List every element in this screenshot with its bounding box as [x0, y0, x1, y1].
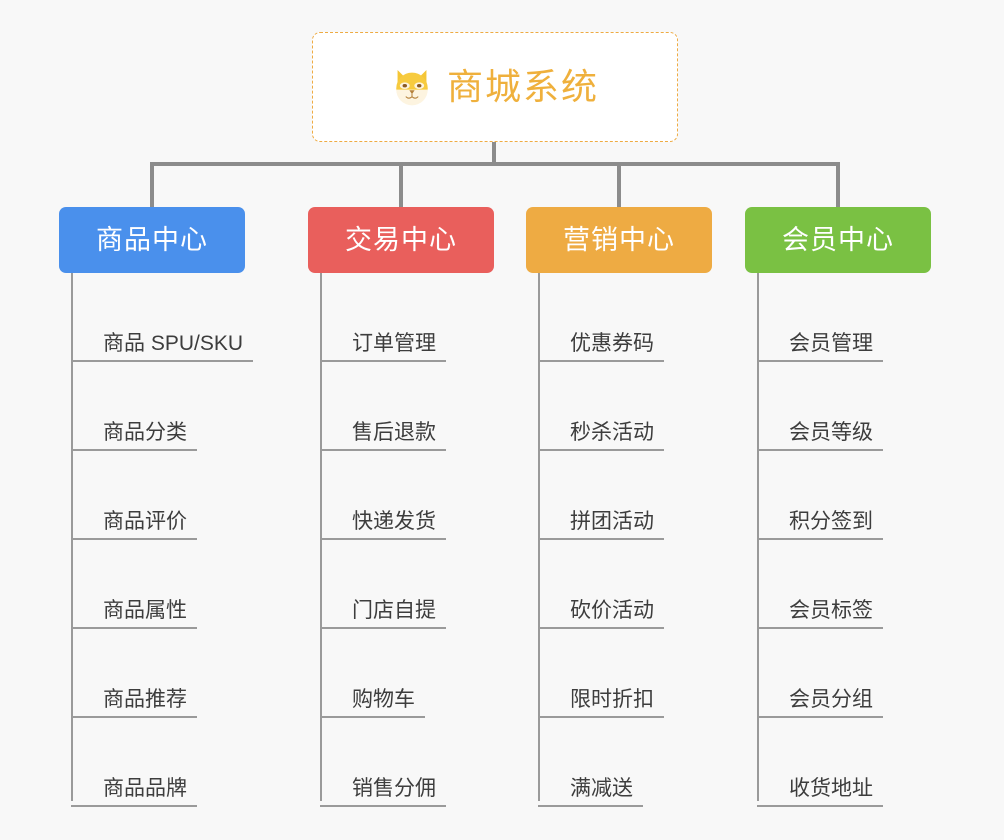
- connector-drop-4: [836, 162, 840, 209]
- connector-drop-1: [150, 162, 154, 209]
- list-item[interactable]: 限时折扣: [538, 629, 664, 718]
- category-box-member[interactable]: 会员中心: [745, 207, 931, 273]
- leaf-label: 购物车: [320, 688, 425, 718]
- category-box-marketing[interactable]: 营销中心: [526, 207, 712, 273]
- list-item[interactable]: 会员标签: [757, 540, 883, 629]
- connector-drop-3: [617, 162, 621, 209]
- leaf-label: 积分签到: [757, 510, 883, 540]
- list-item[interactable]: 商品推荐: [71, 629, 197, 718]
- leaf-label: 售后退款: [320, 421, 446, 451]
- leaf-spine: [538, 273, 540, 801]
- leaf-label: 限时折扣: [538, 688, 664, 718]
- list-item[interactable]: 购物车: [320, 629, 425, 718]
- leaf-label: 销售分佣: [320, 777, 446, 807]
- list-item[interactable]: 订单管理: [320, 273, 446, 362]
- list-item[interactable]: 商品评价: [71, 451, 197, 540]
- root-title: 商城系统: [446, 66, 599, 107]
- list-item[interactable]: 满减送: [538, 718, 643, 807]
- leaf-spine: [71, 273, 73, 801]
- list-item[interactable]: 售后退款: [320, 362, 446, 451]
- leaf-column-marketing: 优惠券码 秒杀活动 拼团活动 砍价活动 限时折扣 满减送: [526, 273, 712, 807]
- list-item[interactable]: 拼团活动: [538, 451, 664, 540]
- leaf-label: 收货地址: [757, 777, 883, 807]
- root-node[interactable]: 商城系统: [312, 32, 678, 142]
- list-item[interactable]: 销售分佣: [320, 718, 446, 807]
- leaf-label: 商品品牌: [71, 777, 197, 807]
- leaf-label: 商品 SPU/SKU: [71, 332, 254, 362]
- leaf-column-product: 商品 SPU/SKU 商品分类 商品评价 商品属性 商品推荐 商品品牌: [59, 273, 254, 807]
- category-label-marketing: 营销中心: [563, 224, 675, 255]
- leaf-label: 拼团活动: [538, 510, 664, 540]
- leaf-column-trade: 订单管理 售后退款 快递发货 门店自提 购物车 销售分佣: [308, 273, 494, 807]
- connector-root-stem: [492, 142, 496, 164]
- leaf-spine: [757, 273, 759, 801]
- list-item[interactable]: 砍价活动: [538, 540, 664, 629]
- list-item[interactable]: 商品分类: [71, 362, 197, 451]
- leaf-label: 会员标签: [757, 599, 883, 629]
- leaf-label: 会员管理: [757, 332, 883, 362]
- list-item[interactable]: 秒杀活动: [538, 362, 664, 451]
- list-item[interactable]: 商品属性: [71, 540, 197, 629]
- category-box-product[interactable]: 商品中心: [59, 207, 245, 273]
- connector-drop-2: [399, 162, 403, 209]
- leaf-spine: [320, 273, 322, 801]
- list-item[interactable]: 门店自提: [320, 540, 446, 629]
- list-item[interactable]: 会员管理: [757, 273, 883, 362]
- category-label-member: 会员中心: [782, 224, 894, 255]
- category-box-trade[interactable]: 交易中心: [308, 207, 494, 273]
- leaf-label: 会员等级: [757, 421, 883, 451]
- connector-horizontal-bus: [150, 162, 840, 166]
- list-item[interactable]: 会员分组: [757, 629, 883, 718]
- list-item[interactable]: 会员等级: [757, 362, 883, 451]
- leaf-label: 秒杀活动: [538, 421, 664, 451]
- leaf-label: 订单管理: [320, 332, 446, 362]
- category-label-trade: 交易中心: [345, 224, 457, 255]
- list-item[interactable]: 积分签到: [757, 451, 883, 540]
- shiba-dog-face-icon: [396, 69, 428, 106]
- leaf-label: 商品属性: [71, 599, 197, 629]
- list-item[interactable]: 商品品牌: [71, 718, 197, 807]
- list-item[interactable]: 快递发货: [320, 451, 446, 540]
- leaf-label: 门店自提: [320, 599, 446, 629]
- leaf-label: 满减送: [538, 777, 643, 807]
- list-item[interactable]: 商品 SPU/SKU: [71, 273, 254, 362]
- leaf-label: 商品评价: [71, 510, 197, 540]
- leaf-label: 会员分组: [757, 688, 883, 718]
- leaf-label: 优惠券码: [538, 332, 664, 362]
- leaf-label: 快递发货: [320, 510, 446, 540]
- leaf-column-member: 会员管理 会员等级 积分签到 会员标签 会员分组 收货地址: [745, 273, 931, 807]
- leaf-label: 商品分类: [71, 421, 197, 451]
- leaf-label: 商品推荐: [71, 688, 197, 718]
- list-item[interactable]: 优惠券码: [538, 273, 664, 362]
- category-label-product: 商品中心: [96, 224, 208, 255]
- leaf-label: 砍价活动: [538, 599, 664, 629]
- list-item[interactable]: 收货地址: [757, 718, 883, 807]
